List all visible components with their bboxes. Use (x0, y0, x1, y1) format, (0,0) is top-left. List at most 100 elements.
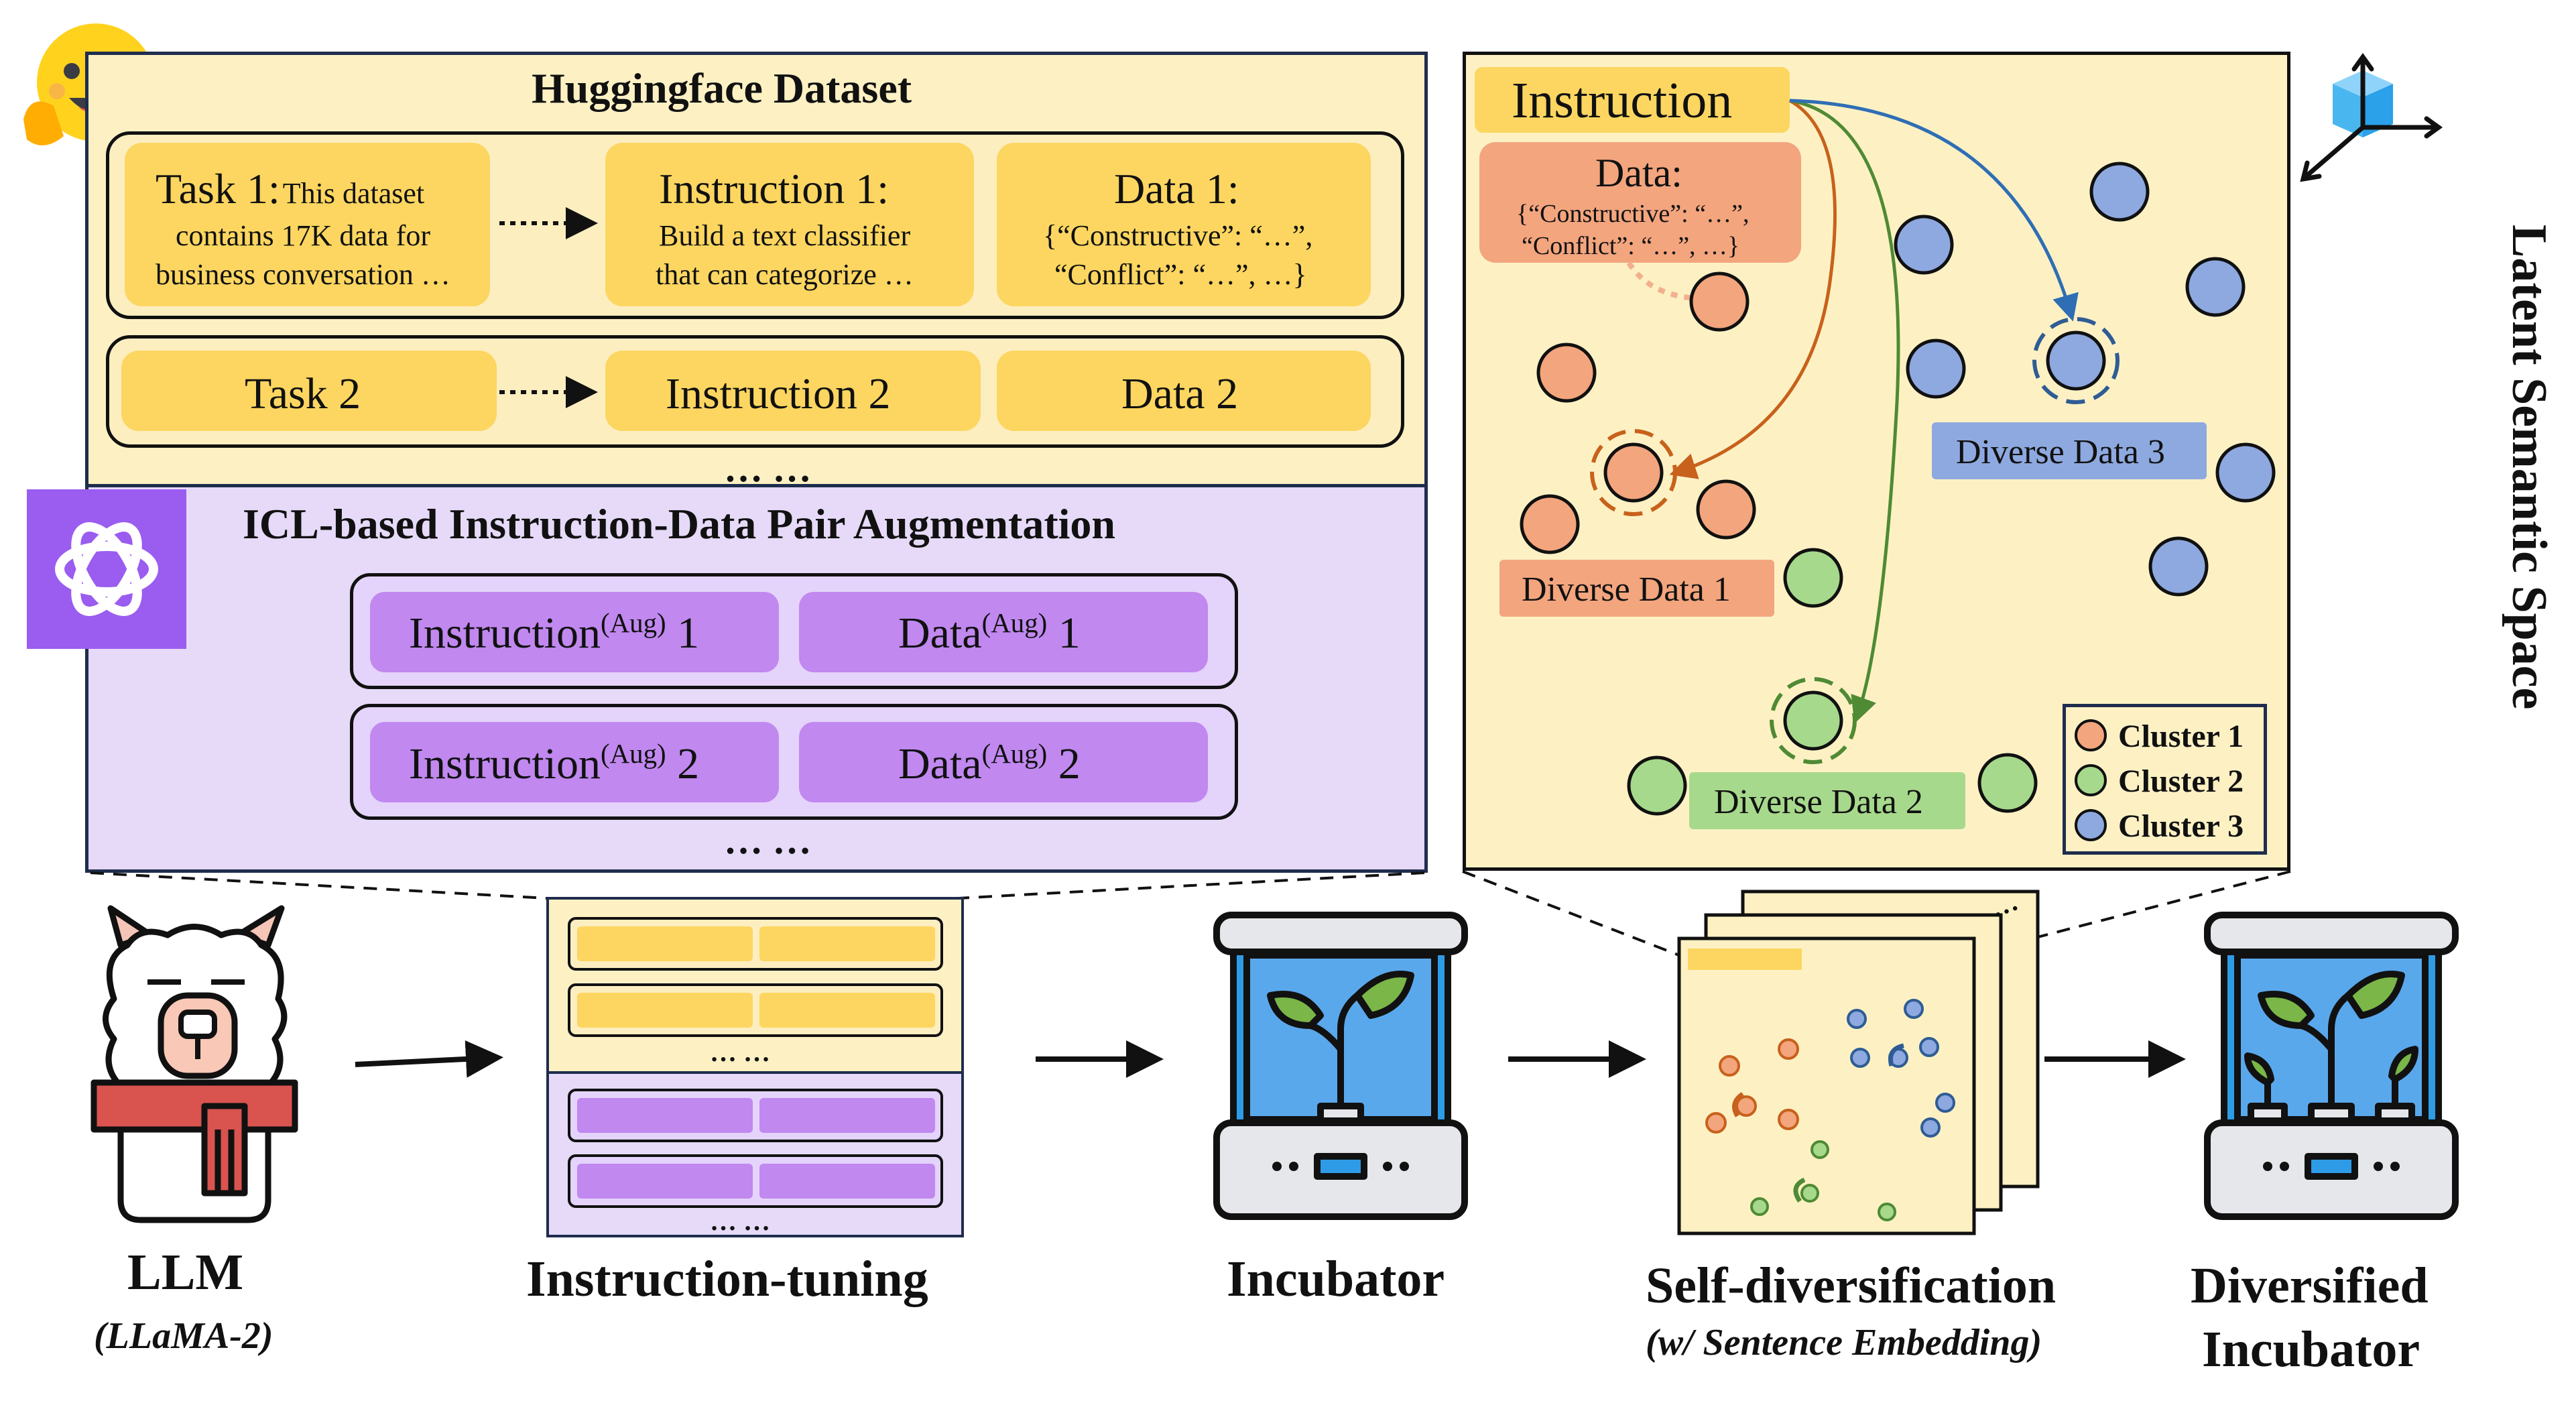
legend-cluster3: Cluster 3 (2118, 808, 2244, 844)
aug-data2-num: 2 (1058, 739, 1081, 788)
task1-head: Task 1: (156, 165, 280, 212)
huggingface-ellipsis: … … (724, 446, 812, 490)
cluster1-point (1603, 442, 1664, 503)
legend-cluster2: Cluster 2 (2118, 764, 2244, 799)
tuning-row-y1-cell (577, 926, 753, 961)
cluster2-point (1627, 755, 1687, 816)
arrow-to-diverse1 (1669, 99, 1837, 479)
cluster1-highlight-ring (1590, 429, 1677, 516)
data-link (1626, 261, 1697, 301)
diverse-data-3-label: Diverse Data 3 (1956, 433, 2165, 471)
task1-tail: This dataset (282, 177, 425, 210)
aug-instr1-word: Instruction (409, 609, 601, 658)
arrow-llm-tuning (355, 1040, 503, 1078)
data1-cell (997, 143, 1371, 306)
cluster3-point (2089, 162, 2150, 222)
legend-cluster1: Cluster 1 (2118, 719, 2244, 754)
diverse-data-1-label: Diverse Data 1 (1522, 570, 1731, 609)
tuning-row-y1 (568, 917, 943, 971)
diversified-incubator-icon (2204, 912, 2459, 1220)
latent-space-title: Latent Semantic Space (2502, 225, 2557, 710)
diverse-data-3-tag (1932, 422, 2207, 479)
instruction1-head: Instruction 1: (659, 165, 890, 212)
tuning-row-y2 (568, 983, 943, 1037)
tuning-row-p1 (568, 1089, 943, 1142)
tuning-label: Instruction-tuning (526, 1251, 928, 1307)
diverse-data-2-label: Diverse Data 2 (1714, 783, 1923, 821)
diversified-label-line2: Incubator (2202, 1321, 2420, 1378)
cluster1-point (1696, 479, 1756, 540)
cluster2-point (1783, 548, 1843, 608)
selfdiv-label: Self-diversification (1646, 1258, 2057, 1314)
cluster3-point (2215, 442, 2276, 503)
cluster2-highlight-ring (1770, 677, 1857, 764)
llm-label: LLM (127, 1244, 244, 1300)
cluster1-point (1520, 494, 1580, 554)
task2-cell (121, 351, 497, 431)
task2-label: Task 2 (245, 369, 361, 418)
openai-logo-icon (27, 489, 186, 649)
legend-cluster3-icon (2075, 809, 2107, 841)
data2-cell (997, 351, 1371, 431)
legend-cluster2-icon (2075, 764, 2107, 796)
aug-instruction-1-cell (370, 592, 779, 672)
aug-data2-word: Data (898, 739, 982, 788)
tuning-row-p2-cell (577, 1164, 753, 1199)
aug-data-2-cell (799, 722, 1208, 802)
data1-line2: {“Constructive”: “…”, (1043, 219, 1313, 252)
tuning-row-p2 (568, 1154, 943, 1208)
aug-instr2-word: Instruction (409, 739, 601, 788)
source-data-box (1479, 142, 1801, 263)
aug-data-1-cell (799, 592, 1208, 672)
source-data-line1: {“Constructive”: “…”, (1516, 200, 1750, 228)
legend-cluster1-icon (2075, 719, 2107, 751)
llm-sub-label: (LLaMA-2) (94, 1315, 273, 1357)
selfdiv-sub-label: (w/ Sentence Embedding) (1646, 1322, 2042, 1363)
arrow-to-diverse3 (1789, 99, 2079, 322)
incubator-label: Incubator (1227, 1251, 1445, 1307)
aug-data1-sup: (Aug) (981, 608, 1048, 638)
aug-data1-word: Data (898, 609, 982, 658)
cluster3-highlight-ring (2032, 317, 2120, 404)
aug-instruction-2-cell (370, 722, 779, 802)
cluster3-point (1906, 339, 1966, 399)
instruction1-line3: that can categorize … (656, 258, 914, 291)
tuning-row-p1-cell (759, 1098, 935, 1133)
embedding-pages-icon (1677, 890, 2040, 1235)
instruction2-label: Instruction 2 (666, 369, 891, 418)
legend-markers (2075, 719, 2107, 841)
cluster3-point (2185, 257, 2246, 317)
tuning-row-p2-cell (759, 1164, 935, 1199)
cluster2-point (1977, 753, 2038, 813)
instruction1-cell (605, 143, 974, 306)
huggingface-title: Huggingface Dataset (532, 64, 912, 112)
diversified-label-line1: Diversified (2191, 1258, 2429, 1314)
cluster1-point (1536, 343, 1597, 403)
tuning-row-y1-cell (759, 926, 935, 961)
arrow-to-diverse2 (1789, 99, 1900, 724)
aug-instruction-1: Instruction(Aug) 1 (409, 609, 700, 658)
task1-cell (125, 143, 490, 306)
cluster3-point (2046, 330, 2106, 391)
data2-label: Data 2 (1121, 369, 1239, 418)
aug-instr1-num: 1 (677, 609, 700, 658)
instruction2-cell (605, 351, 981, 431)
aug-data2-sup: (Aug) (981, 739, 1048, 769)
instruction-tag (1475, 67, 1790, 133)
data1-line3: “Conflict”: “…”, …} (1054, 258, 1307, 291)
source-data-line2: “Conflict”: “…”, …} (1522, 232, 1740, 260)
aug-instr2-num: 2 (677, 739, 700, 788)
cluster3-point (2148, 536, 2209, 597)
llama-llm-icon (90, 905, 298, 1223)
cluster1-point (1689, 271, 1750, 332)
aug-data-1: Data(Aug) 1 (898, 608, 1081, 658)
aug-data1-num: 1 (1058, 609, 1081, 658)
latent-space-scatter (1520, 99, 2276, 816)
task1-line2: contains 17K data for (176, 219, 430, 252)
aug-data-2: Data(Aug) 2 (898, 739, 1081, 788)
task1-line3: business conversation … (156, 258, 450, 291)
data1-head: Data 1: (1114, 165, 1239, 212)
instruction-tag-label: Instruction (1512, 72, 1733, 129)
tuning-row-p1-cell (577, 1098, 753, 1133)
axes-cube-icon (2300, 53, 2443, 182)
